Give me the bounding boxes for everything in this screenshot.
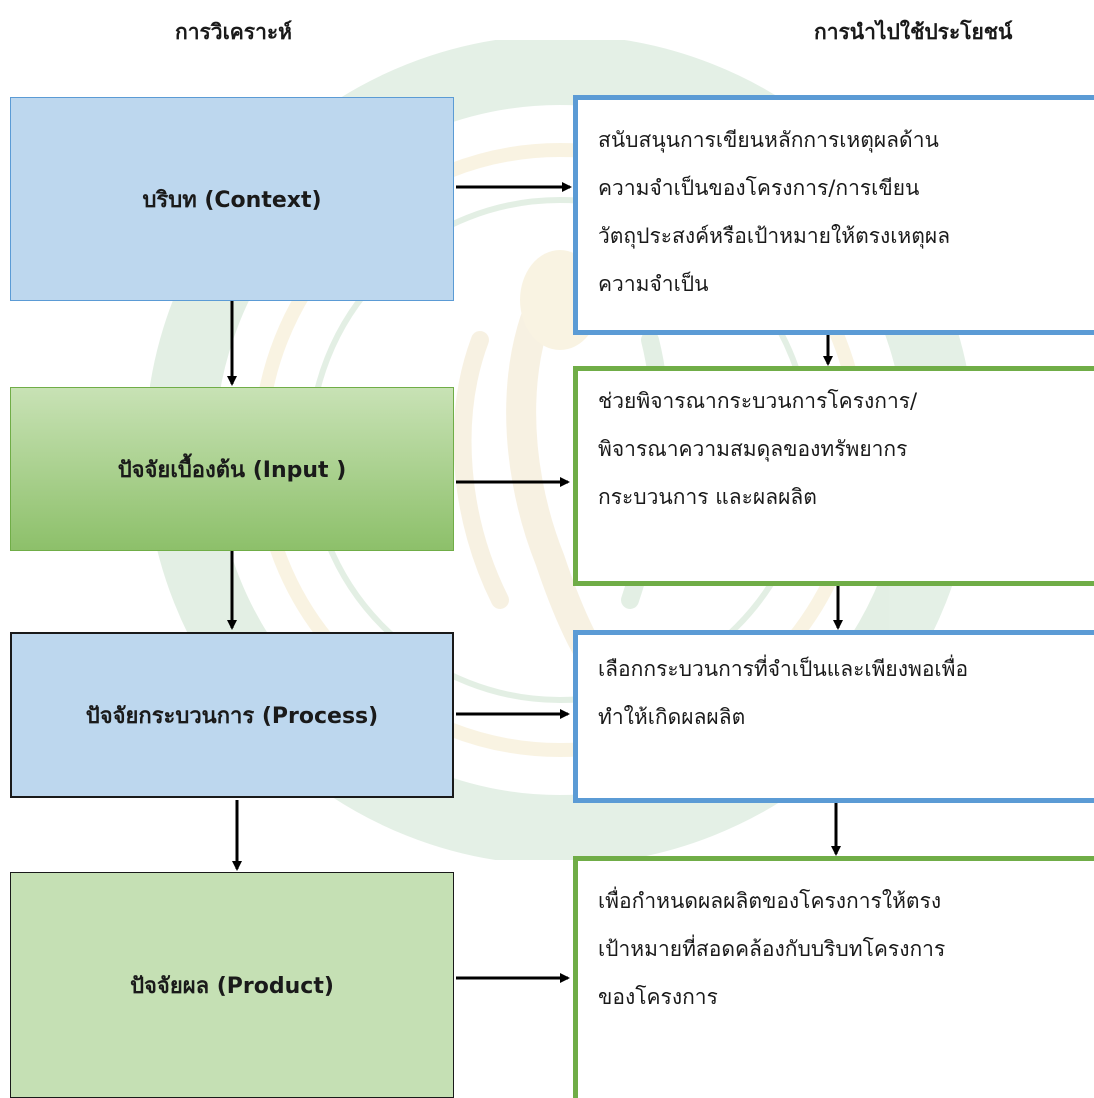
usage-text-line: ทำให้เกิดผลผลิต <box>598 705 746 729</box>
process-usage-box: เลือกกระบวนการที่จำเป็นและเพียงพอเพื่อ ท… <box>573 630 1094 803</box>
context-box: บริบท (Context) <box>10 97 454 301</box>
context-usage-box: สนับสนุนการเขียนหลักการเหตุผลด้าน ความจำ… <box>573 95 1094 335</box>
usage-text-line: ช่วยพิจารณากระบวนการโครงการ/ <box>598 389 918 413</box>
product-usage-box: เพื่อกำหนดผลผลิตของโครงการให้ตรง เป้าหมา… <box>573 856 1094 1098</box>
usage-text-line: เลือกกระบวนการที่จำเป็นและเพียงพอเพื่อ <box>598 657 969 681</box>
usage-text-line: ของโครงการ <box>598 985 718 1009</box>
usage-text-line: เป้าหมายที่สอดคล้องกับบริบทโครงการ <box>598 937 946 961</box>
product-label: ปัจจัยผล (Product) <box>130 973 334 999</box>
input-usage-box: ช่วยพิจารณากระบวนการโครงการ/ พิจารณาความ… <box>573 366 1094 586</box>
usage-column-header: การนำไปใช้ประโยชน์ <box>814 20 1013 44</box>
usage-text-line: วัตถุประสงค์หรือเป้าหมายให้ตรงเหตุผล <box>598 224 951 248</box>
usage-text-line: พิจารณาความสมดุลของทรัพยากร <box>598 437 908 461</box>
process-label: ปัจจัยกระบวนการ (Process) <box>85 703 379 729</box>
usage-text-line: สนับสนุนการเขียนหลักการเหตุผลด้าน <box>598 128 939 152</box>
process-box: ปัจจัยกระบวนการ (Process) <box>10 632 454 798</box>
input-box: ปัจจัยเบื้องต้น (Input ) <box>10 387 454 551</box>
usage-text-line: กระบวนการ และผลผลิต <box>598 485 817 509</box>
usage-text-line: เพื่อกำหนดผลผลิตของโครงการให้ตรง <box>598 889 942 913</box>
usage-text-line: ความจำเป็นของโครงการ/การเขียน <box>598 176 920 200</box>
product-box: ปัจจัยผล (Product) <box>10 872 454 1098</box>
context-label: บริบท (Context) <box>142 187 322 213</box>
usage-text-line: ความจำเป็น <box>598 272 709 296</box>
analysis-column-header: การวิเคราะห์ <box>175 20 292 44</box>
input-label: ปัจจัยเบื้องต้น (Input ) <box>117 457 347 483</box>
